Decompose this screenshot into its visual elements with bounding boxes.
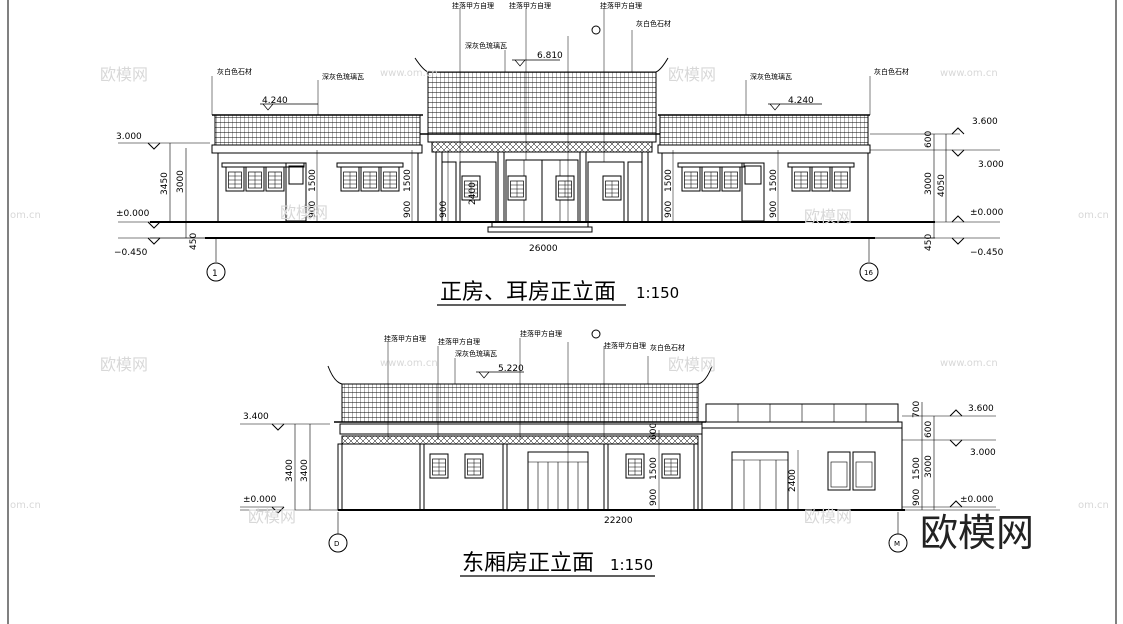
svg-text:600: 600 [924,131,934,148]
front-level-4240-right: 4.240 [788,96,814,106]
svg-text:900: 900 [769,201,779,218]
svg-text:om.cn: om.cn [10,500,41,511]
svg-text:欧模网: 欧模网 [668,65,716,84]
svg-text:1500: 1500 [308,169,318,192]
svg-text:欧模网: 欧模网 [248,507,296,526]
svg-text:450: 450 [189,233,199,250]
svg-text:3400: 3400 [300,459,310,482]
front-level-3600: 3.600 [972,117,998,127]
svg-text:600: 600 [649,423,659,440]
svg-text:深灰色琉璃瓦: 深灰色琉璃瓦 [322,72,364,81]
svg-text:1500: 1500 [769,169,779,192]
svg-text:深灰色琉璃瓦: 深灰色琉璃瓦 [455,349,497,358]
svg-text:om.cn: om.cn [1078,500,1109,511]
svg-text:900: 900 [649,489,659,506]
svg-text:欧模网: 欧模网 [668,355,716,374]
front-axis-left: 1 [212,269,218,279]
front-level-0000: ±0.000 [116,209,150,219]
svg-text:灰白色石材: 灰白色石材 [636,19,671,28]
svg-text:3400: 3400 [285,459,295,482]
east-vertical-dims: 3400 3400 1500 900 2400 600 700 600 1500… [285,401,934,506]
svg-text:om.cn: om.cn [1078,210,1109,221]
front-level-0000-right: ±0.000 [970,208,1004,218]
svg-text:挂落甲方自理: 挂落甲方自理 [604,341,646,350]
svg-text:挂落甲方自理: 挂落甲方自理 [600,1,642,10]
svg-text:900: 900 [664,201,674,218]
front-material-notes: 灰白色石材 深灰色琉璃瓦 挂落甲方自理 挂落甲方自理 深灰色琉璃瓦 挂落甲方自理… [217,1,909,81]
svg-text:4050: 4050 [937,174,947,197]
east-level-3600: 3.600 [968,404,994,414]
east-level-3000: 3.000 [970,448,996,458]
svg-text:欧模网: 欧模网 [804,507,852,526]
svg-text:挂落甲方自理: 挂落甲方自理 [520,329,562,338]
east-material-notes: 挂落甲方自理 挂落甲方自理 深灰色琉璃瓦 挂落甲方自理 挂落甲方自理 灰白色石材 [384,329,685,358]
east-level-0000: ±0.000 [243,495,277,505]
svg-text:900: 900 [439,201,449,218]
svg-text:om.cn: om.cn [10,210,41,221]
svg-text:900: 900 [912,489,922,506]
svg-text:挂落甲方自理: 挂落甲方自理 [438,337,480,346]
svg-text:1500: 1500 [664,169,674,192]
svg-text:3000: 3000 [924,455,934,478]
svg-text:2400: 2400 [468,182,478,205]
east-title: 东厢房正立面 [462,551,594,576]
front-axis-right: 16 [864,269,873,277]
svg-text:1500: 1500 [403,169,413,192]
svg-text:700: 700 [912,401,922,418]
front-elevation [118,8,1000,306]
front-level-4240-left: 4.240 [262,96,288,106]
front-total-width: 26000 [529,244,558,254]
svg-text:1500: 1500 [649,457,659,480]
front-title: 正房、耳房正立面 [440,280,616,305]
svg-text:挂落甲方自理: 挂落甲方自理 [509,1,551,10]
svg-text:欧模网: 欧模网 [100,355,148,374]
svg-text:www.om.cn: www.om.cn [380,358,438,369]
front-level-neg0450: −0.450 [114,248,148,258]
east-total-width: 22200 [604,516,633,526]
svg-text:挂落甲方自理: 挂落甲方自理 [452,1,494,10]
svg-text:3000: 3000 [176,170,186,193]
svg-text:灰白色石材: 灰白色石材 [217,67,252,76]
svg-text:2400: 2400 [788,469,798,492]
svg-text:1500: 1500 [912,457,922,480]
svg-text:欧模网: 欧模网 [280,203,328,222]
front-scale: 1:150 [636,284,679,302]
east-level-3400: 3.400 [243,412,269,422]
watermarks: 欧模网 www.om.cn 欧模网 www.om.cn om.cn 欧模网 欧模… [10,65,1109,526]
svg-text:灰白色石材: 灰白色石材 [874,67,909,76]
svg-text:600: 600 [924,421,934,438]
svg-text:900: 900 [403,201,413,218]
svg-text:450: 450 [924,234,934,251]
east-axis-right: M [894,540,900,548]
front-level-3000: 3.000 [116,132,142,142]
east-scale: 1:150 [610,556,653,574]
east-level-0000-right: ±0.000 [960,495,994,505]
svg-text:灰白色石材: 灰白色石材 [650,343,685,352]
front-vertical-dims: 3450 3000 450 1500 900 1500 900 900 2400… [160,131,947,251]
svg-text:3000: 3000 [924,172,934,195]
svg-text:3450: 3450 [160,172,170,195]
svg-text:www.om.cn: www.om.cn [940,68,998,79]
svg-text:欧模网: 欧模网 [804,207,852,226]
svg-text:900: 900 [308,201,318,218]
front-level-6810: 6.810 [537,51,563,61]
east-axis-left: D [334,540,339,548]
brand-logo: 欧模网 [920,511,1034,555]
east-level-5220: 5.220 [498,364,524,374]
svg-text:www.om.cn: www.om.cn [940,358,998,369]
front-level-3000-right: 3.000 [978,160,1004,170]
svg-text:欧模网: 欧模网 [100,65,148,84]
svg-text:挂落甲方自理: 挂落甲方自理 [384,334,426,343]
front-level-neg0450-right: −0.450 [970,248,1004,258]
east-elevation [240,329,1000,577]
svg-text:深灰色琉璃瓦: 深灰色琉璃瓦 [750,72,792,81]
svg-text:深灰色琉璃瓦: 深灰色琉璃瓦 [465,41,507,50]
svg-text:www.om.cn: www.om.cn [380,68,438,79]
